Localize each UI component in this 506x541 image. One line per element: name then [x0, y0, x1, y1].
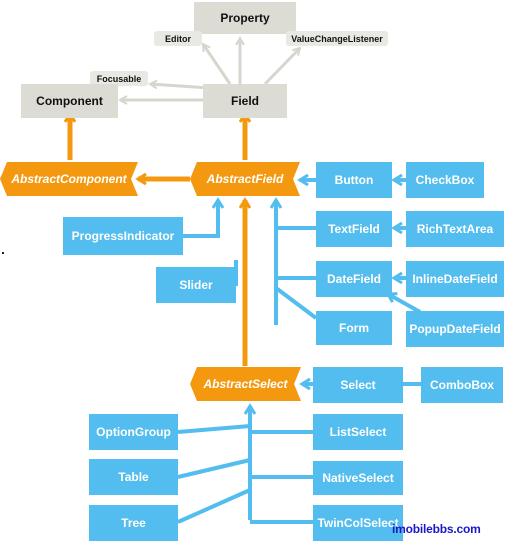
node-abstract-component: AbstractComponent [0, 162, 138, 196]
node-abstract-field: AbstractField [190, 162, 300, 196]
node-table: Table [89, 459, 178, 495]
node-twin-col-select: TwinColSelect [313, 505, 403, 541]
node-select: Select [313, 367, 403, 403]
component-lines [177, 180, 421, 524]
node-editor: Editor [154, 31, 202, 46]
node-list-select: ListSelect [313, 414, 403, 450]
node-inline-date-field: InlineDateField [406, 261, 504, 297]
stray-dot [2, 252, 4, 254]
interface-lines [120, 38, 300, 100]
node-tree: Tree [89, 505, 178, 541]
node-value-change-listener: ValueChangeListener [286, 31, 388, 46]
node-component: Component [21, 84, 118, 118]
node-native-select: NativeSelect [313, 461, 403, 495]
node-text-field: TextField [316, 211, 392, 247]
node-field: Field [203, 84, 287, 118]
node-abstract-select: AbstractSelect [190, 367, 301, 401]
node-form: Form [316, 311, 392, 345]
node-progress-indicator: ProgressIndicator [63, 217, 183, 255]
node-slider: Slider [156, 267, 236, 303]
node-combo-box: ComboBox [421, 367, 503, 403]
node-checkbox: CheckBox [406, 162, 484, 198]
extends-lines [70, 114, 245, 366]
node-property: Property [194, 2, 296, 34]
watermark: imobilebbs.com [392, 522, 481, 536]
node-rich-text-area: RichTextArea [406, 211, 504, 247]
node-popup-date-field: PopupDateField [406, 311, 504, 347]
node-date-field: DateField [316, 261, 392, 297]
node-option-group: OptionGroup [89, 414, 178, 450]
node-button: Button [316, 162, 392, 198]
node-focusable: Focusable [90, 71, 148, 86]
